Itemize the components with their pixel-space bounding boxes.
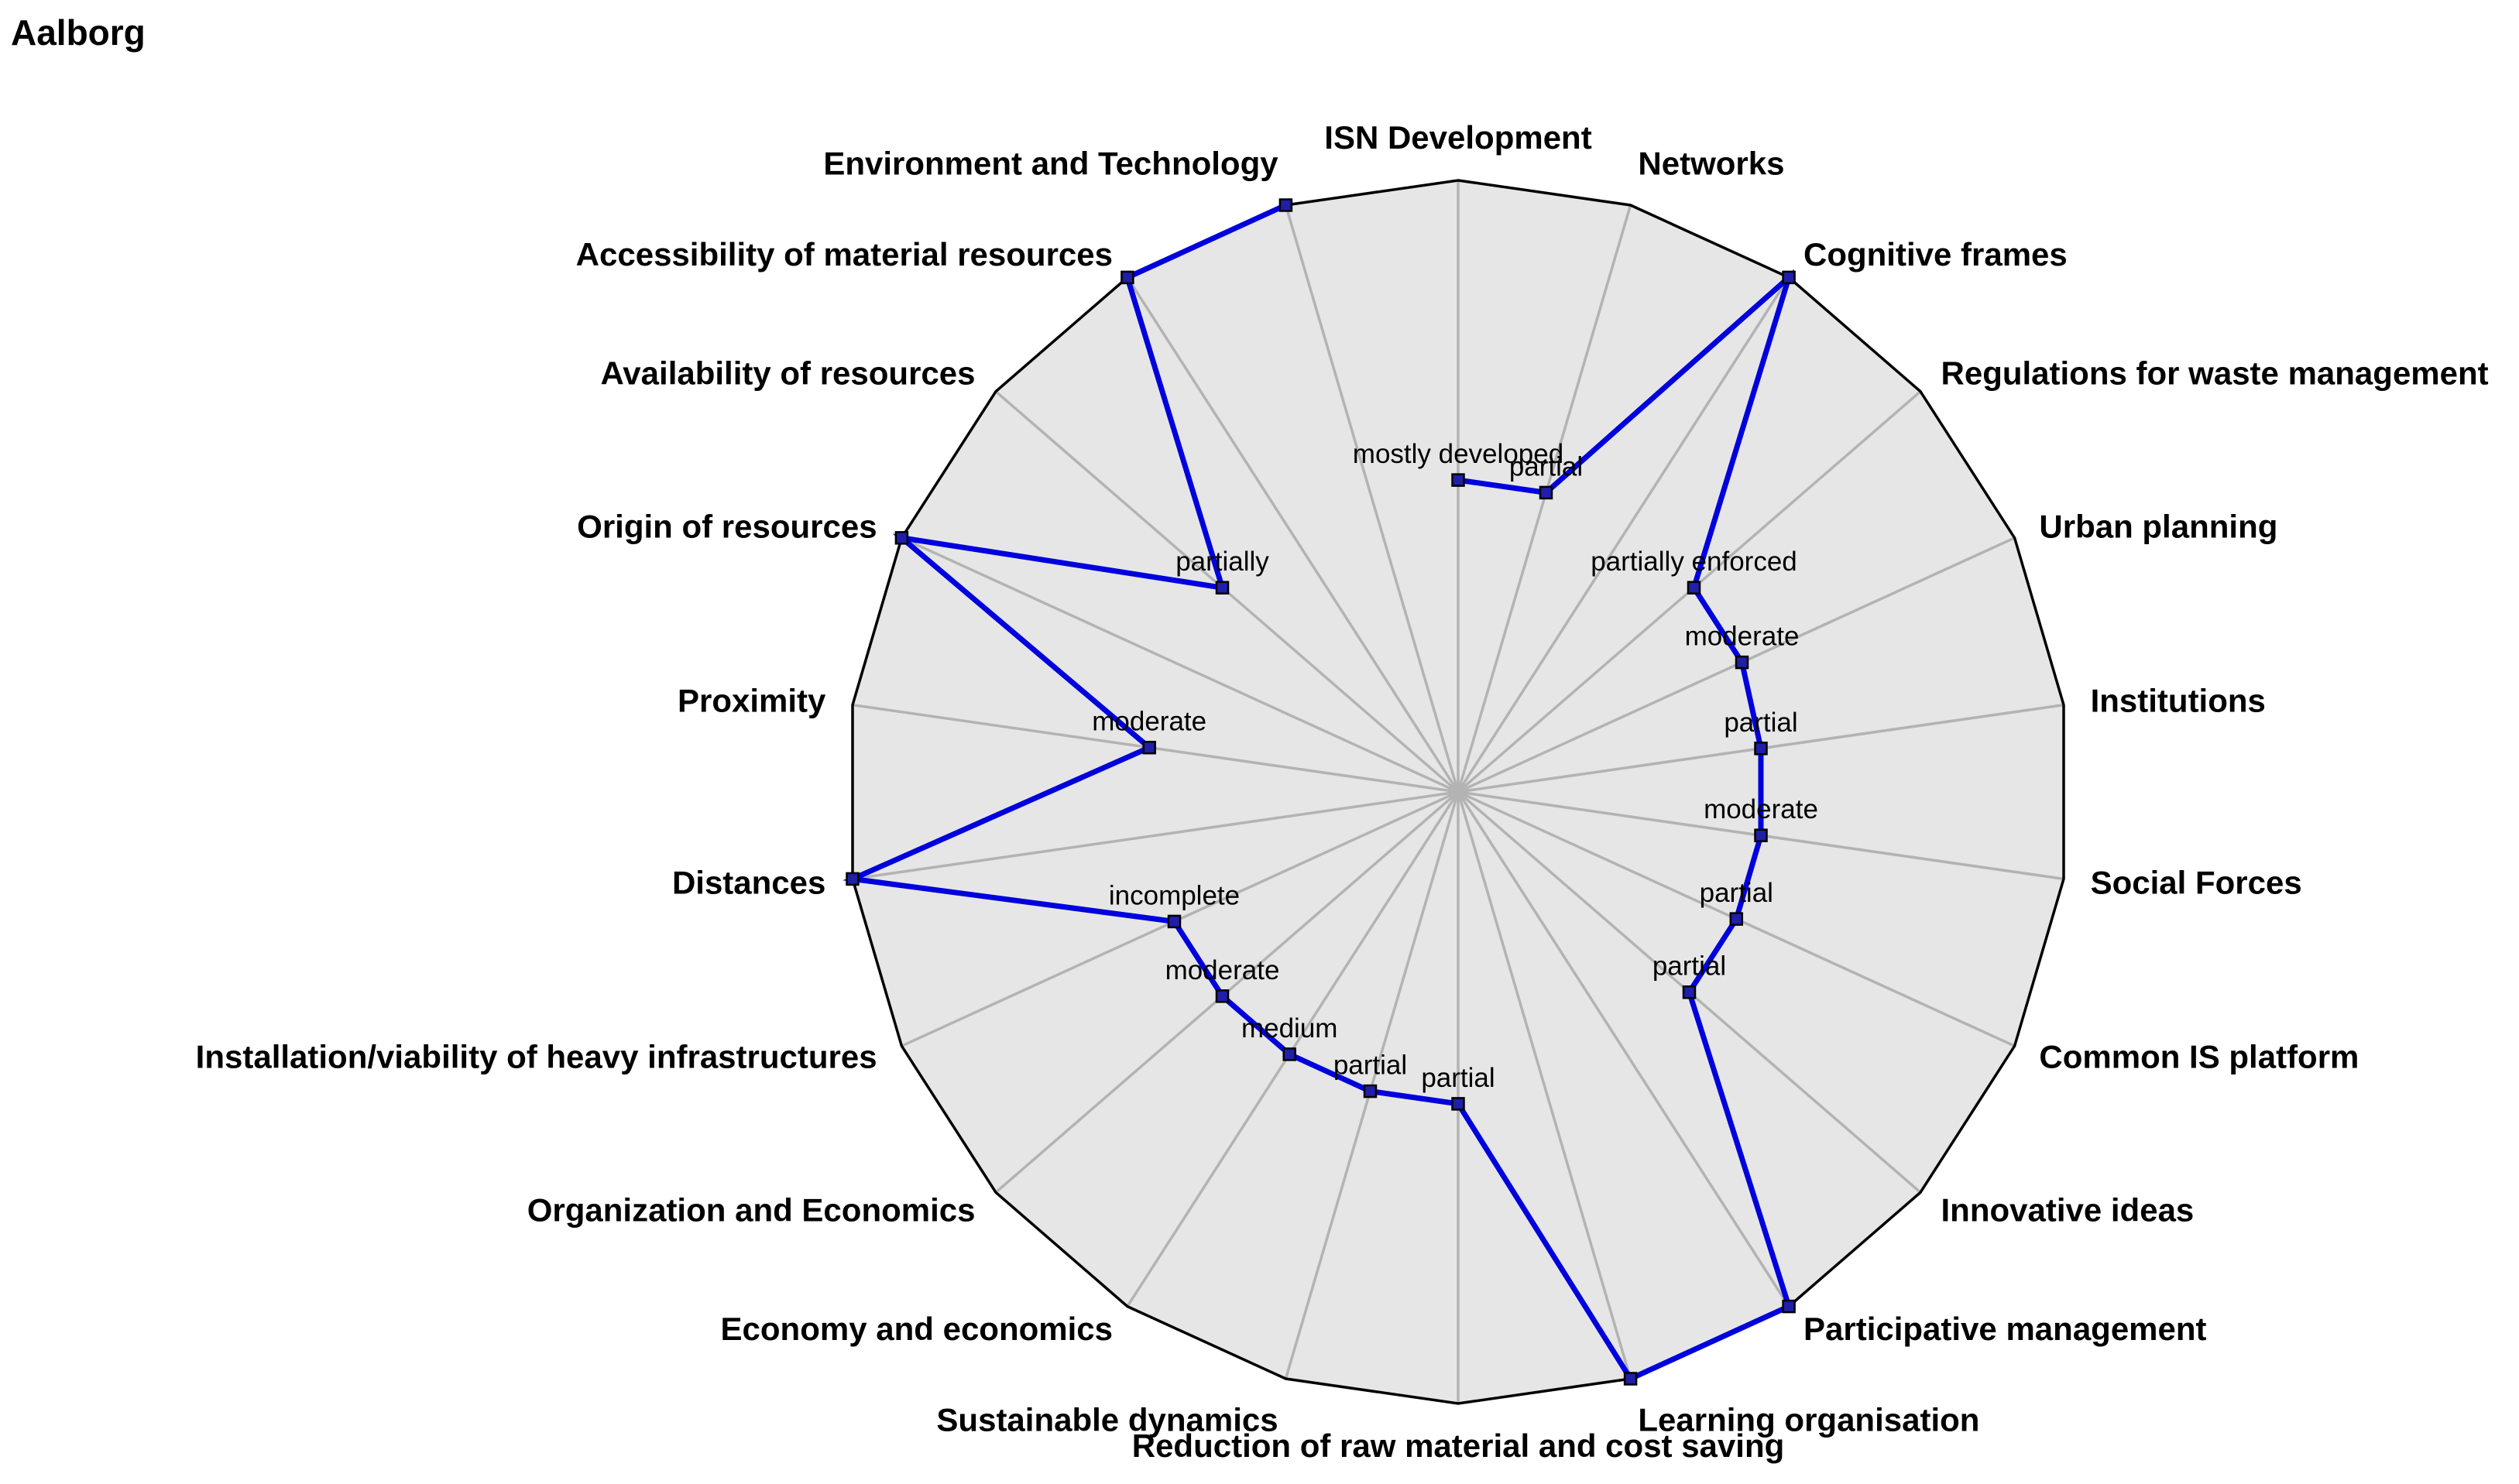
data-point-proximity	[1142, 740, 1156, 755]
value-label-availability-of-resources: partially	[1175, 547, 1269, 577]
axis-label-environment-and-technology: Environment and Technology	[823, 145, 1278, 181]
data-point-sustainable-dynamics	[1363, 1084, 1378, 1098]
value-label-social-forces: moderate	[1704, 794, 1818, 824]
value-label-regulations-for-waste-management: partially enforced	[1591, 547, 1797, 577]
axis-label-sustainable-dynamics: Sustainable dynamics	[936, 1402, 1278, 1438]
spoke-accessibility-of-material-resources	[1126, 276, 1460, 793]
data-point-innovative-ideas	[1682, 985, 1697, 999]
value-label-organization-and-economics: moderate	[1165, 955, 1280, 985]
data-point-isn-development	[1451, 473, 1465, 487]
value-label-innovative-ideas: partial	[1652, 951, 1726, 982]
axis-label-participative-management: Participative management	[1803, 1311, 2207, 1347]
spoke-participative-management	[1457, 791, 1790, 1307]
value-label-urban-planning: moderate	[1685, 622, 1800, 652]
value-label-reduction-of-raw-material-and-cost-saving: partial	[1421, 1063, 1495, 1093]
data-point-institutions	[1754, 742, 1768, 756]
data-point-distances	[846, 872, 860, 886]
data-point-regulations-for-waste-management	[1687, 581, 1701, 595]
axis-label-reduction-of-raw-material-and-cost-saving: Reduction of raw material and cost savin…	[1132, 1427, 1785, 1464]
data-point-participative-management	[1782, 1299, 1796, 1314]
value-label-institutions: partial	[1724, 708, 1797, 738]
value-label-economy-and-economics: medium	[1241, 1013, 1337, 1044]
axis-label-organization-and-economics: Organization and Economics	[527, 1191, 976, 1228]
series-markers	[846, 198, 1796, 1386]
value-label-common-is-platform: partial	[1700, 878, 1773, 908]
axis-label-common-is-platform: Common IS platform	[2039, 1039, 2359, 1075]
axis-label-installation-viability-of-heavy-infrastructures: Installation/viability of heavy infrastr…	[196, 1039, 877, 1075]
axis-label-isn-development: ISN Development	[1324, 119, 1591, 156]
axis-label-availability-of-resources: Availability of resources	[601, 355, 976, 392]
data-point-economy-and-economics	[1282, 1047, 1296, 1061]
value-label-networks: partial	[1509, 451, 1583, 482]
spoke-origin-of-resources	[901, 536, 1459, 793]
data-point-networks	[1539, 485, 1553, 500]
axis-label-proximity: Proximity	[678, 683, 826, 719]
axis-label-social-forces: Social Forces	[2091, 864, 2302, 900]
radar-outline	[851, 179, 2065, 1405]
data-point-social-forces	[1754, 828, 1768, 842]
data-point-learning-organisation	[1623, 1372, 1638, 1386]
spoke-environment-and-technology	[1284, 204, 1460, 793]
axis-label-networks: Networks	[1638, 145, 1784, 181]
data-point-reduction-of-raw-material-and-cost-saving	[1451, 1097, 1465, 1111]
axis-label-distances: Distances	[672, 864, 825, 900]
series-line	[843, 202, 1795, 1383]
data-point-organization-and-economics	[1215, 989, 1230, 1003]
data-point-cognitive-frames	[1782, 270, 1796, 285]
spoke-learning-organisation	[1457, 791, 1632, 1379]
axis-label-regulations-for-waste-management: Regulations for waste management	[1941, 355, 2489, 392]
axis-label-economy-and-economics: Economy and economics	[721, 1311, 1113, 1347]
axis-label-cognitive-frames: Cognitive frames	[1803, 236, 2068, 272]
value-label-installation-viability-of-heavy-infrastructures: incomplete	[1109, 880, 1240, 910]
axis-label-innovative-ideas: Innovative ideas	[1941, 1191, 2195, 1228]
data-point-common-is-platform	[1729, 912, 1744, 926]
data-point-environment-and-technology	[1278, 198, 1293, 212]
data-point-availability-of-resources	[1215, 581, 1230, 595]
spoke-cognitive-frames	[1457, 276, 1790, 793]
data-point-accessibility-of-material-resources	[1121, 270, 1134, 285]
value-label-proximity: moderate	[1092, 707, 1206, 737]
data-point-installation-viability-of-heavy-infrastructures	[1167, 914, 1182, 929]
axis-label-accessibility-of-material-resources: Accessibility of material resources	[576, 236, 1113, 272]
spoke-distances	[852, 790, 1459, 881]
axis-label-institutions: Institutions	[2091, 683, 2266, 719]
data-point-origin-of-resources	[894, 531, 909, 545]
axis-label-origin-of-resources: Origin of resources	[577, 508, 877, 544]
axis-label-learning-organisation: Learning organisation	[1638, 1402, 1979, 1438]
data-point-urban-planning	[1735, 655, 1749, 670]
axis-label-urban-planning: Urban planning	[2039, 508, 2277, 544]
value-label-sustainable-dynamics: partial	[1333, 1050, 1407, 1081]
chart-title: Aalborg	[11, 12, 146, 53]
value-label-isn-development: mostly developed	[1353, 439, 1563, 469]
